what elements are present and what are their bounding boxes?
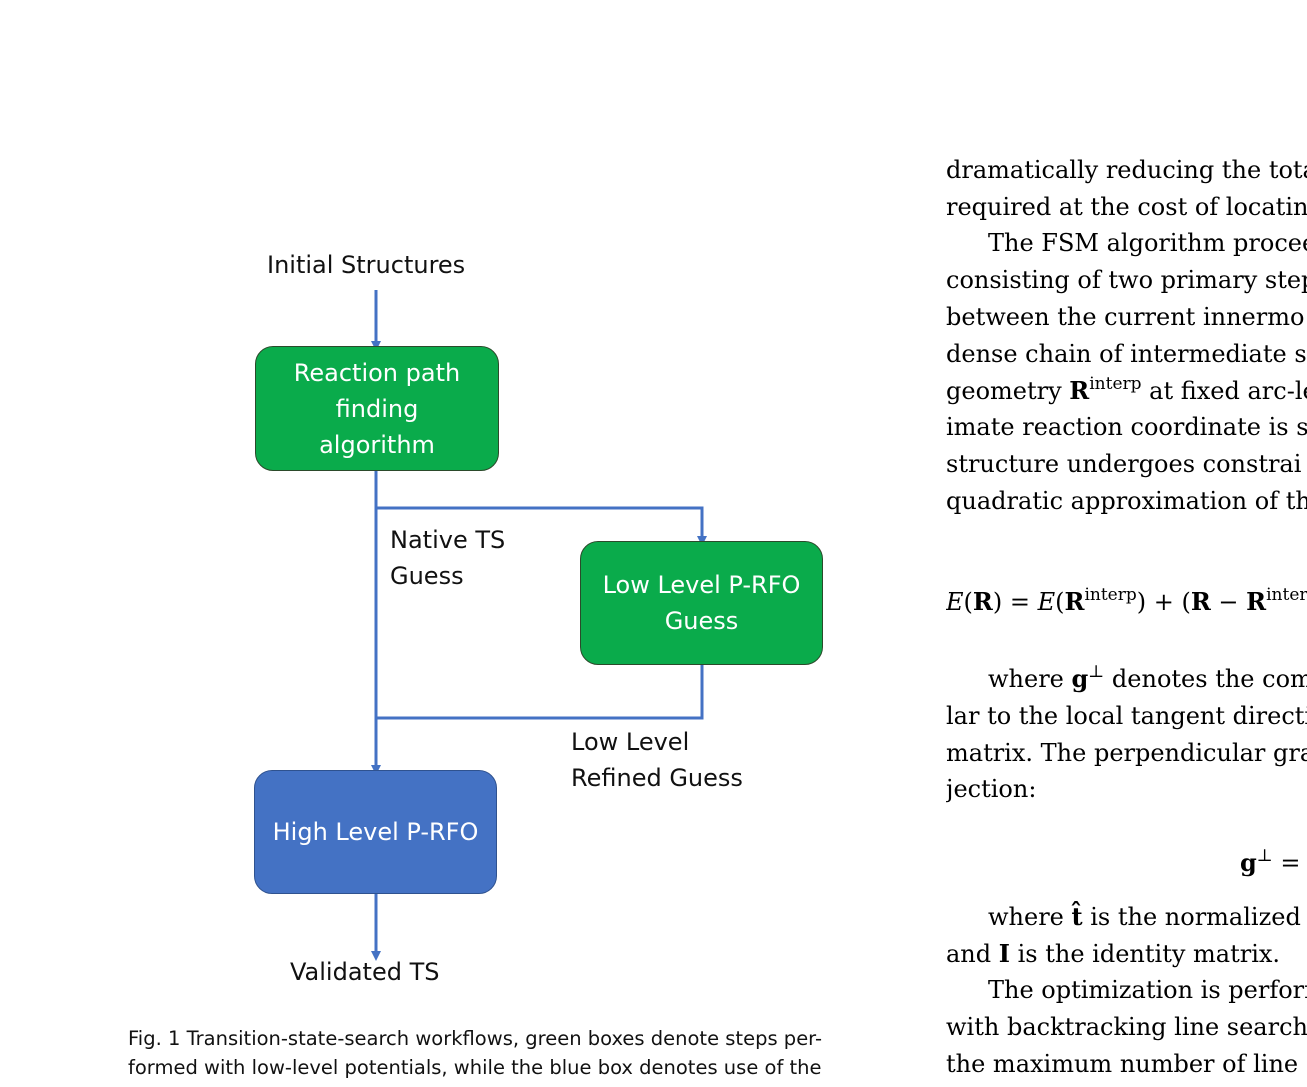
- text-line-15: where t̂ is the normalized t: [988, 899, 1307, 935]
- eq1-paren: (: [963, 588, 973, 616]
- equation-1: E(R) = E(Rinterp) + (R − Rinterp: [946, 584, 1307, 620]
- label-native-ts-guess: Native TS Guess: [390, 522, 505, 594]
- eq1-minus: −: [1210, 588, 1247, 616]
- box-low-level-prfo-line2: Guess: [664, 607, 739, 635]
- text-line-11-pre: where: [988, 665, 1072, 693]
- text-line-2: required at the cost of locating: [946, 193, 1307, 221]
- label-validated-ts: Validated TS: [290, 958, 440, 986]
- eq1-r3: R: [1190, 587, 1211, 616]
- label-initial-structures: Initial Structures: [267, 251, 466, 279]
- box-high-level-prfo-label: High Level P-RFO: [272, 818, 479, 846]
- eq2-g: g: [1240, 848, 1257, 877]
- text-line-14: jection:: [946, 775, 1037, 803]
- text-line-5: between the current innermo: [946, 303, 1305, 331]
- text-line-4: consisting of two primary steps: [946, 266, 1307, 294]
- figure-caption: Fig. 1 Transition-state-search workflows…: [128, 1024, 892, 1082]
- eq2-equals: =: [1272, 849, 1301, 877]
- eq1-r2: R: [1064, 587, 1085, 616]
- text-line-3: The FSM algorithm procee: [988, 229, 1307, 257]
- eq1-r4: R: [1246, 587, 1267, 616]
- caption-line-1: Fig. 1 Transition-state-search workflows…: [128, 1027, 822, 1050]
- text-line-7: geometry Rinterp at fixed arc-le: [946, 373, 1307, 409]
- label-low-level-refined-line1: Low Level: [571, 728, 690, 756]
- eq1-sup1: interp: [1084, 585, 1137, 605]
- caption-line-2: formed with low-level potentials, while …: [128, 1056, 822, 1079]
- text-line-16: and I is the identity matrix.: [946, 936, 1280, 972]
- label-native-ts-line1: Native TS: [390, 526, 506, 554]
- eq1-sup2: interp: [1266, 585, 1307, 605]
- eq2-sup: ⊥: [1256, 846, 1273, 866]
- box-reaction-path-line1: Reaction path: [293, 358, 461, 387]
- eq1-plus: ) + (: [1136, 588, 1191, 616]
- text-line-19: the maximum number of line: [946, 1050, 1299, 1078]
- symbol-r: R: [1069, 376, 1090, 405]
- text-line-10: quadratic approximation of the: [946, 487, 1307, 515]
- text-line-8: imate reaction coordinate is s: [946, 413, 1307, 441]
- text-line-15-post: is the normalized t: [1082, 903, 1307, 931]
- text-line-12: lar to the local tangent directio: [946, 702, 1307, 730]
- sup-interp: interp: [1089, 374, 1142, 394]
- text-line-7-pre: geometry: [946, 377, 1070, 405]
- label-low-level-refined-guess: Low Level Refined Guess: [571, 724, 743, 796]
- text-line-17: The optimization is perform: [988, 976, 1307, 1004]
- symbol-g: g: [1071, 664, 1089, 693]
- eq1-paren2: (: [1055, 588, 1065, 616]
- text-line-11-post: denotes the comp: [1104, 665, 1307, 693]
- equation-2: g⊥ =: [1240, 845, 1301, 881]
- text-line-11: where g⊥ denotes the comp: [988, 661, 1307, 697]
- symbol-i: I: [998, 939, 1010, 968]
- sup-perp: ⊥: [1088, 662, 1105, 682]
- text-line-15-pre: where: [988, 903, 1072, 931]
- body-text-column: dramatically reducing the tota required …: [946, 0, 1307, 1087]
- eq1-equals: ) =: [992, 588, 1038, 616]
- box-high-level-prfo: High Level P-RFO: [254, 770, 497, 894]
- text-line-7-post: at fixed arc-le: [1141, 377, 1307, 405]
- box-low-level-prfo: Low Level P-RFO Guess: [580, 541, 823, 665]
- label-low-level-refined-line2: Refined Guess: [571, 764, 743, 792]
- box-reaction-path-line3: algorithm: [319, 430, 435, 459]
- box-reaction-path-line2: finding: [335, 394, 419, 423]
- text-line-1: dramatically reducing the tota: [946, 156, 1307, 184]
- label-native-ts-line2: Guess: [390, 562, 464, 590]
- text-line-9: structure undergoes constrai: [946, 450, 1302, 478]
- text-line-13: matrix. The perpendicular grad: [946, 739, 1307, 767]
- workflow-figure: Initial Structures Reaction path finding…: [128, 251, 892, 1082]
- text-line-16-pre: and: [946, 940, 999, 968]
- text-line-18: with backtracking line searche: [946, 1013, 1307, 1041]
- arrow-low-level-refined-return: [376, 665, 704, 720]
- arrow-branch-to-low-level: [376, 506, 707, 546]
- eq1-e: E: [946, 588, 964, 616]
- eq1-e2: E: [1037, 588, 1056, 616]
- text-line-6: dense chain of intermediate s: [946, 340, 1307, 368]
- text-line-16-post: is the identity matrix.: [1010, 940, 1281, 968]
- eq1-r: R: [972, 587, 993, 616]
- box-reaction-path-finding: Reaction path finding algorithm: [255, 346, 499, 471]
- workflow-arrows: [371, 290, 707, 961]
- symbol-t-hat: t̂: [1071, 902, 1083, 931]
- box-low-level-prfo-line1: Low Level P-RFO: [602, 571, 801, 599]
